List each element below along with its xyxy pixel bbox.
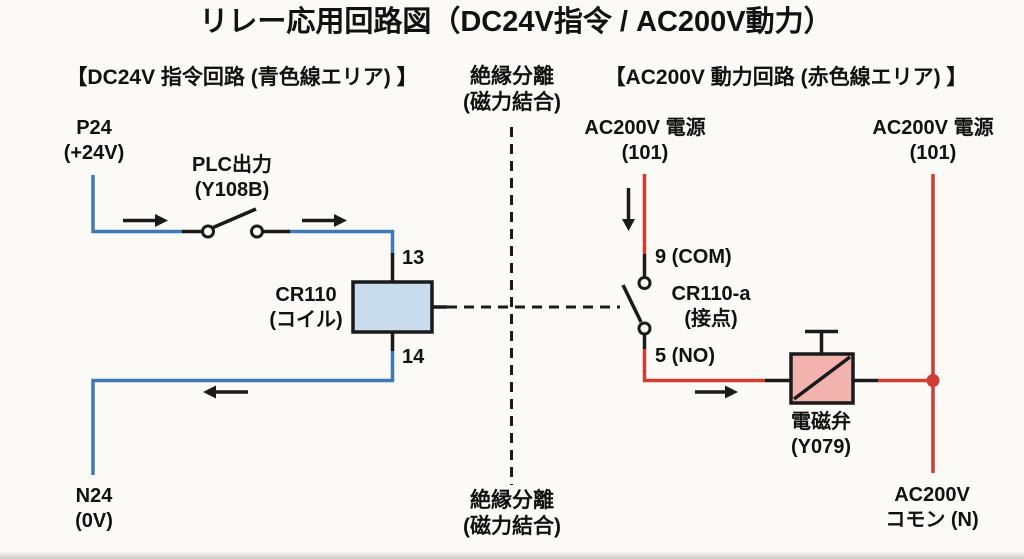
n24-source-label: N24 (0V): [75, 484, 113, 534]
terminal-14-label: 14: [402, 346, 425, 368]
isolation-label-bottom: 絶縁分離 (磁力結合): [463, 488, 561, 541]
ac-common-line2: コモン (N): [885, 509, 979, 531]
ac-red-wires: [642, 174, 940, 473]
isolation-top-line1: 絶縁分離: [470, 65, 554, 88]
flow-arrow-right-icon: [695, 385, 738, 399]
plc-line1: PLC出力: [192, 154, 272, 176]
ac-source-right-line1: AC200V 電源: [872, 117, 994, 139]
valve-line1: 電磁弁: [791, 411, 851, 433]
flow-arrow-down-icon: [622, 188, 635, 231]
dc-black-stubs: [182, 229, 395, 351]
isolation-bottom-line1: 絶縁分離: [470, 489, 554, 512]
coil-line1: CR110: [275, 284, 337, 306]
n24-line2: (0V): [75, 510, 113, 532]
ac-source-right-line2: (101): [909, 142, 957, 164]
isolation-top-line2: (磁力結合): [463, 91, 561, 115]
relay-coil-label: CR110 (コイル): [269, 283, 342, 333]
valve-line2: (Y079): [790, 436, 852, 458]
plc-output-label: PLC出力 (Y108B): [192, 153, 272, 203]
plc-line2: (Y108B): [194, 179, 270, 201]
flow-arrow-right-icon: [302, 214, 347, 227]
page-title: リレー応用回路図（DC24V指令 / AC200V動力）: [199, 6, 833, 38]
terminal-9-com-label: 9 (COM): [655, 246, 732, 268]
terminal-5-no-label: 5 (NO): [655, 345, 715, 367]
ac-source-right-label: AC200V 電源 (101): [872, 116, 993, 166]
p24-line1: P24: [76, 117, 112, 139]
terminal-13-label: 13: [402, 247, 425, 269]
plc-output-contact-icon: [201, 207, 264, 239]
junction-dot: [926, 374, 940, 387]
ac-common-label: AC200V コモン (N): [885, 483, 978, 533]
ac-source-left-label: AC200V 電源 (101): [584, 116, 705, 166]
dc-blue-wires: [91, 175, 395, 475]
isolation-label-top: 絶縁分離 (磁力結合): [463, 64, 561, 117]
solenoid-valve-label: 電磁弁 (Y079): [791, 410, 851, 460]
relay-coil-box: [351, 280, 447, 334]
ac-source-left-line2: (101): [621, 142, 669, 164]
flow-arrow-right-icon: [123, 214, 168, 227]
flow-arrow-left-icon: [203, 385, 248, 399]
solenoid-valve-symbol: [765, 329, 878, 405]
p24-source-label: P24 (+24V): [64, 116, 125, 166]
ac-section-header: 【AC200V 動力回路 (赤色線エリア) 】: [604, 66, 968, 89]
n24-line1: N24: [75, 485, 113, 507]
contact-line1: CR110-a: [671, 283, 751, 305]
ac-common-line1: AC200V: [894, 484, 970, 506]
dc-section-header: 【DC24V 指令回路 (青色線エリア) 】: [66, 66, 418, 89]
relay-contact-a-icon: [621, 254, 652, 349]
ac-source-left-line1: AC200V 電源: [584, 117, 706, 139]
p24-line2: (+24V): [63, 142, 125, 164]
isolation-bottom-line2: (磁力結合): [463, 515, 561, 539]
relay-contact-label: CR110-a (接点): [672, 282, 751, 332]
contact-line2: (接点): [684, 308, 738, 330]
coil-line2: (コイル): [269, 309, 343, 331]
